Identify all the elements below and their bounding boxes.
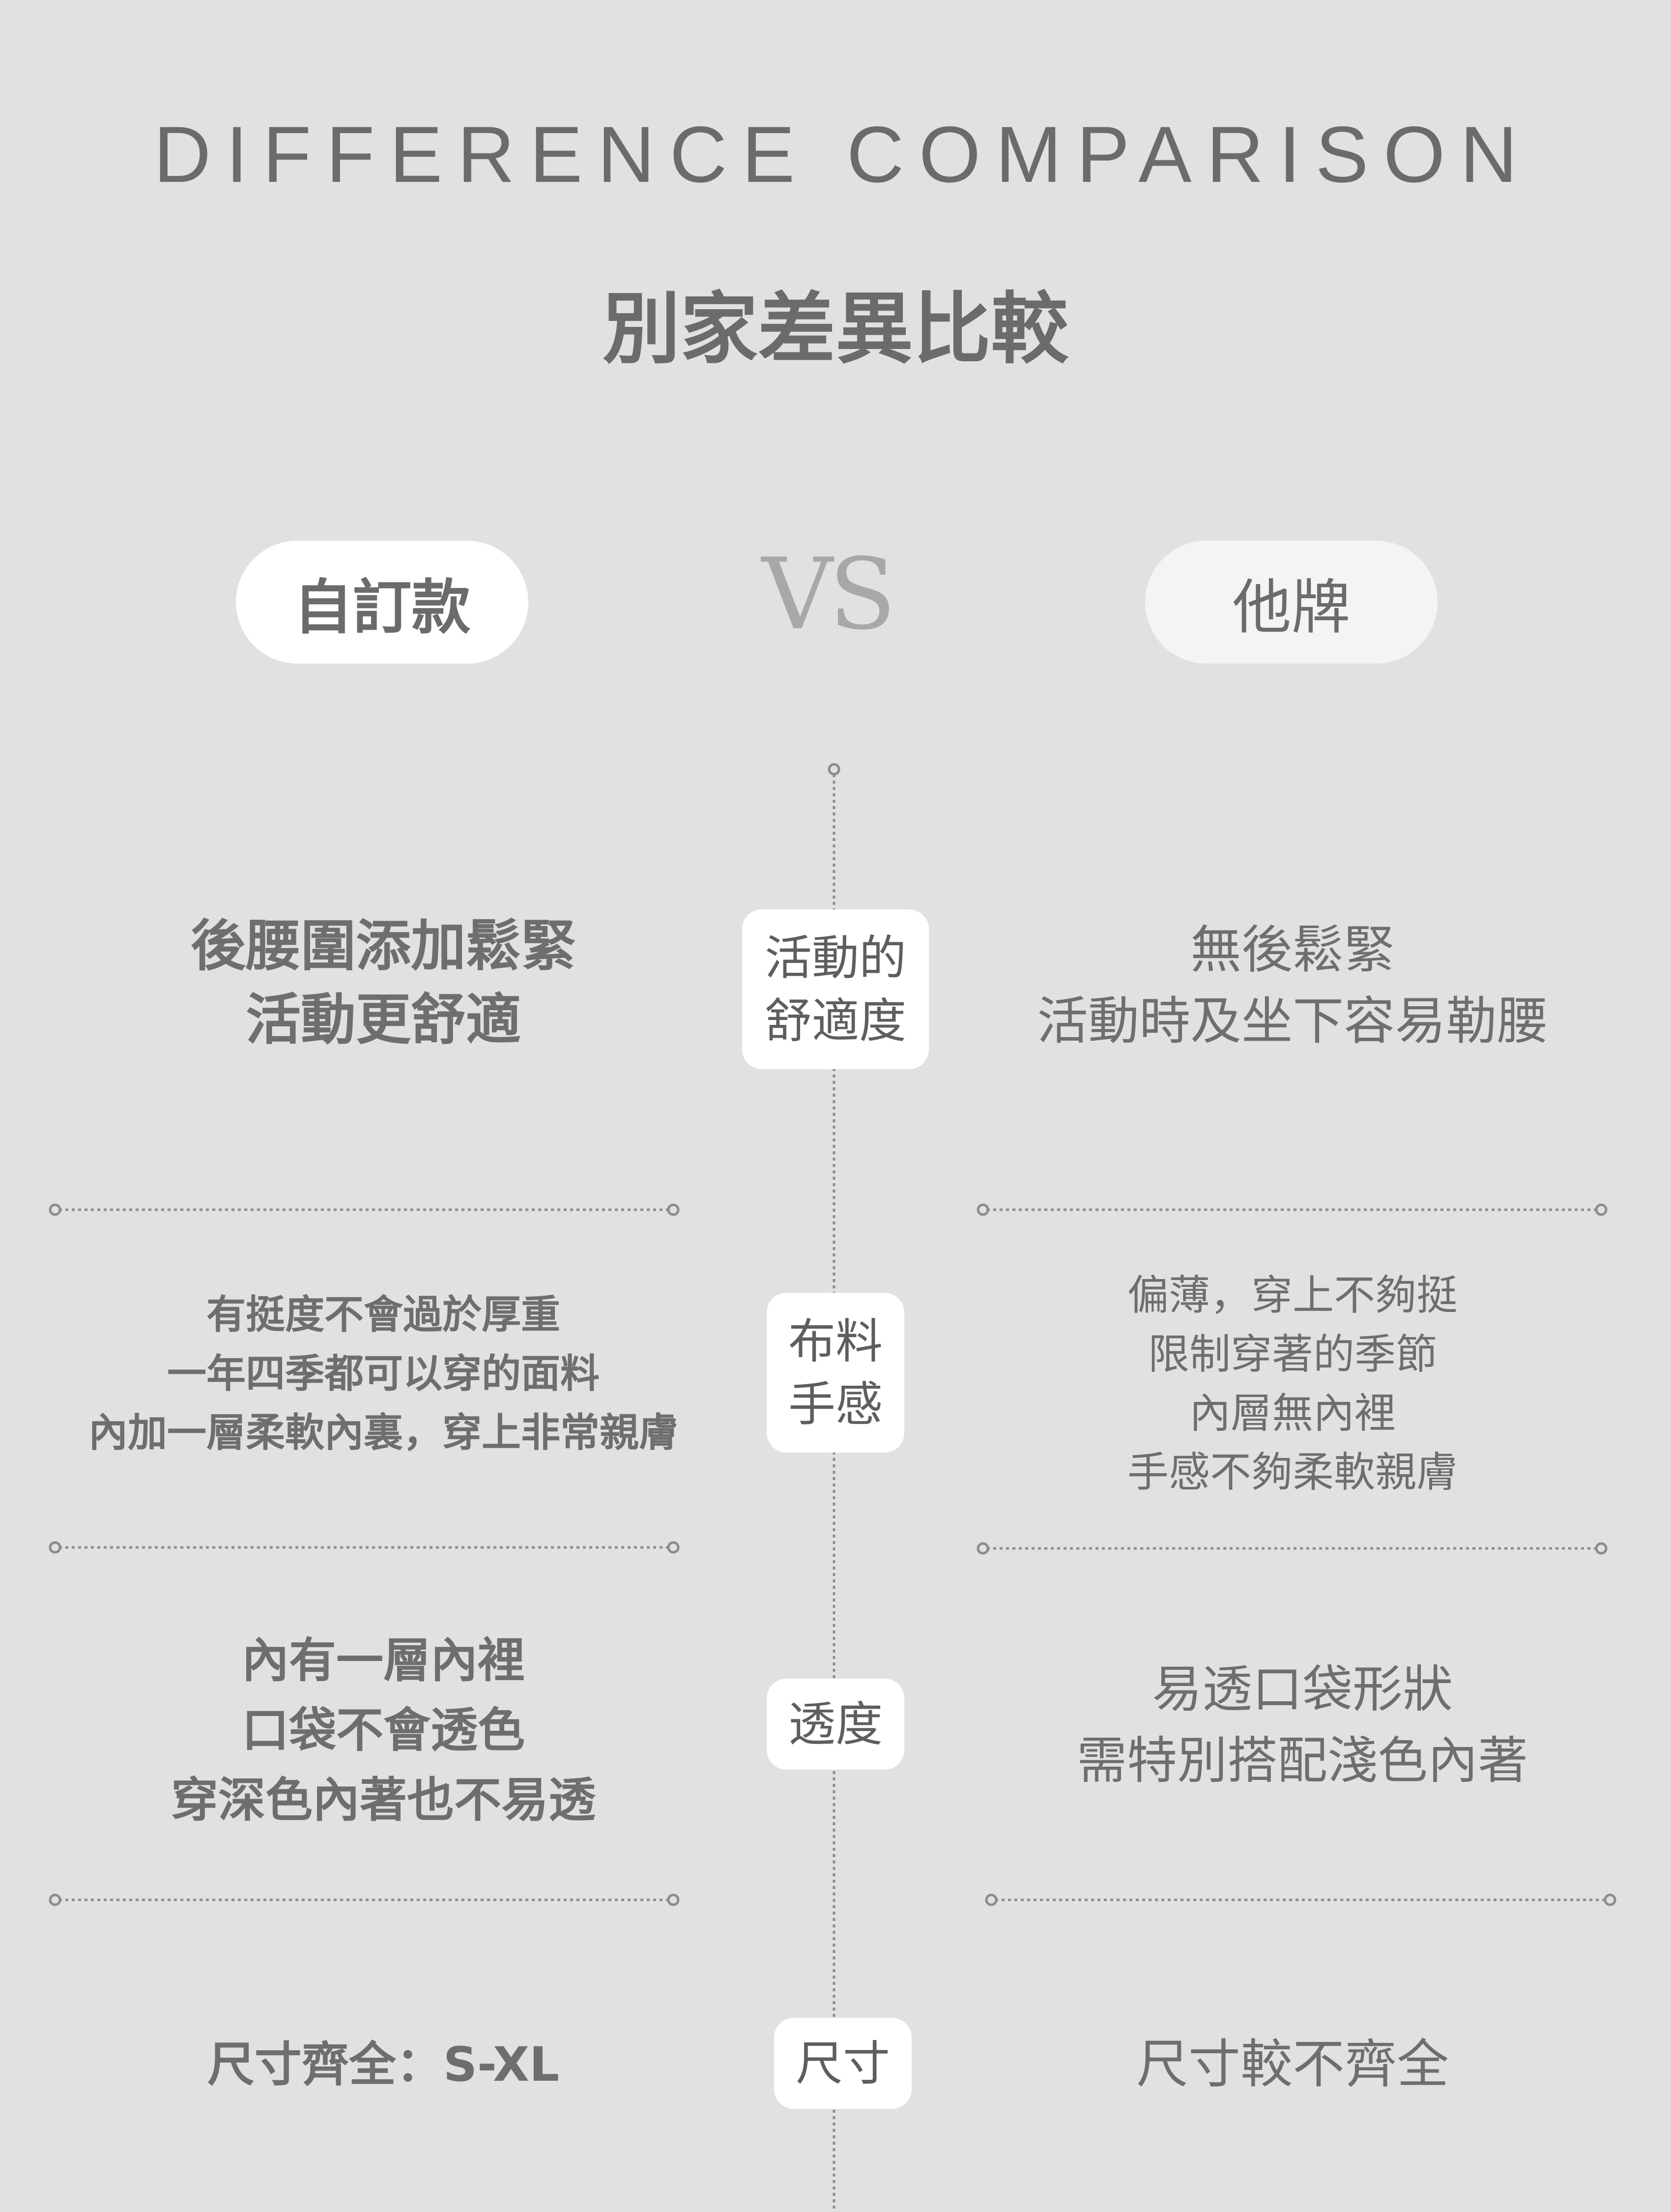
row-1-category-line: 舒適度 [765, 993, 906, 1048]
divider-end-dot [1604, 1893, 1616, 1906]
row-3-left-line: 口袋不會透色 [242, 1703, 525, 1758]
row-3-category-tag: 透度 [767, 1679, 904, 1770]
row-1-left-line: 後腰圍添加鬆緊 [191, 914, 576, 978]
row-2-right-line: 限制穿著的季節 [1148, 1330, 1437, 1378]
row-2-right-line: 內層無內裡 [1189, 1389, 1396, 1437]
row-2-left-line: 一年四季都可以穿的面料 [167, 1351, 600, 1397]
row-3-right-line: 需特別搭配淺色內著 [1077, 1732, 1528, 1790]
row-2-left-line: 有挺度不會過於厚重 [206, 1292, 560, 1338]
row-3-right-line: 易透口袋形狀 [1152, 1660, 1453, 1719]
divider-end-dot [828, 763, 840, 776]
row-2-category-line: 手感 [788, 1376, 883, 1432]
row-1-other-brand-text: 無後鬆緊 活動時及坐下容易勒腰 [949, 909, 1637, 1062]
row-2-own-brand-text: 有挺度不會過於厚重 一年四季都可以穿的面料 內加一層柔軟內裏，穿上非常親膚 [29, 1278, 737, 1470]
row-1-right-line: 活動時及坐下容易勒腰 [1037, 991, 1548, 1051]
row-4-right-line: 尺寸較不齊全 [1136, 2034, 1449, 2095]
row-2-category-line: 布料 [788, 1313, 883, 1369]
row-1-category-tag: 活動的 舒適度 [742, 909, 929, 1069]
row-1-right-line: 無後鬆緊 [1190, 920, 1395, 980]
row-4-other-brand-text: 尺寸較不齊全 [949, 2025, 1637, 2104]
divider-end-dot [49, 1541, 61, 1554]
row-4-left-line: 尺寸齊全：S-XL [207, 2037, 560, 2092]
page-title-chinese: 別家差異比較 [603, 284, 1068, 375]
divider-end-dot [977, 1203, 989, 1216]
row-3-other-brand-text: 易透口袋形狀 需特別搭配淺色內著 [958, 1652, 1646, 1799]
row-2-right-line: 偏薄，穿上不夠挺 [1127, 1271, 1458, 1319]
divider-end-dot [1595, 1203, 1608, 1216]
divider-end-dot [667, 1893, 680, 1906]
divider-end-dot [985, 1893, 998, 1906]
divider-end-dot [1595, 1542, 1608, 1555]
row-1-left-line: 活動更舒適 [246, 988, 521, 1052]
page-title-english: DIFFERENCE COMPARISON [153, 110, 1532, 199]
divider-end-dot [667, 1541, 680, 1554]
row-1-own-brand-text: 後腰圍添加鬆緊 活動更舒適 [39, 900, 727, 1067]
divider-end-dot [667, 1203, 680, 1216]
row-3-left-line: 內有一層內裡 [242, 1633, 525, 1688]
own-brand-label: 自訂款 [293, 574, 471, 642]
row-2-left-line: 內加一層柔軟內裏，穿上非常親膚 [88, 1410, 678, 1455]
row-3-category-line: 透度 [788, 1696, 883, 1752]
divider-end-dot [49, 1893, 61, 1906]
other-brand-pill: 他牌 [1145, 541, 1438, 664]
divider-end-dot [977, 1542, 989, 1555]
row-2-other-brand-text: 偏薄，穿上不夠挺 限制穿著的季節 內層無內裡 手感不夠柔軟親膚 [949, 1263, 1637, 1504]
row-4-own-brand-text: 尺寸齊全：S-XL [39, 2025, 727, 2104]
row-2-right-line: 手感不夠柔軟親膚 [1127, 1448, 1458, 1496]
row-4-category-line: 尺寸 [796, 2036, 890, 2091]
divider-end-dot [49, 1203, 61, 1216]
other-brand-label: 他牌 [1232, 574, 1351, 642]
row-2-category-tag: 布料 手感 [767, 1293, 904, 1453]
own-brand-pill: 自訂款 [236, 541, 528, 664]
row-3-left-line: 穿深色內著也不易透 [171, 1773, 596, 1828]
row-4-category-tag: 尺寸 [774, 2018, 912, 2109]
row-1-category-line: 活動的 [765, 930, 906, 986]
row-3-own-brand-text: 內有一層內裡 口袋不會透色 穿深色內著也不易透 [39, 1622, 727, 1838]
